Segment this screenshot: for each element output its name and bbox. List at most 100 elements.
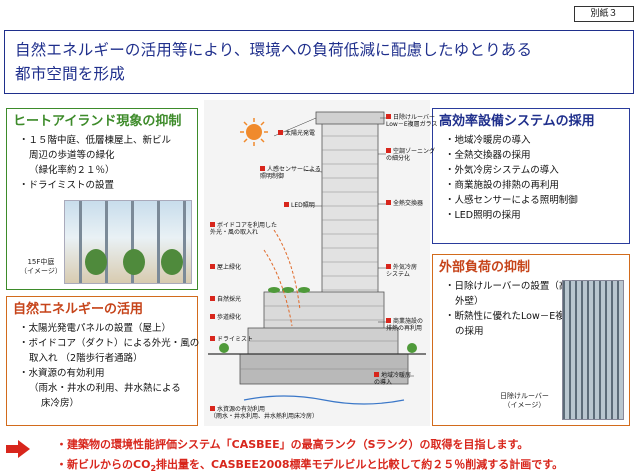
label-text: 排熱の再利用: [386, 325, 423, 332]
label-text: 地域冷暖房: [381, 372, 412, 379]
marker-icon: [278, 130, 283, 135]
caption-line: （イメージ）: [503, 401, 546, 409]
marker-icon: [260, 166, 265, 171]
marker-icon: [210, 314, 215, 319]
label-sidewalk-green: 歩道緑化: [210, 314, 241, 321]
label-text: 屋上緑化: [217, 264, 242, 271]
label-text: 外気冷房: [393, 264, 418, 271]
atrium-photo-caption: 15F中庭 （イメージ）: [20, 258, 62, 276]
label-text: 人感センサーによる: [267, 166, 321, 173]
marker-icon: [386, 148, 391, 153]
panel-heat-island-heading: ヒートアイランド現象の抑制: [13, 114, 182, 129]
podium: [247, 291, 399, 355]
atrium-photo: [64, 200, 192, 284]
list-item: ・日除けルーバーの設置（高層棟: [445, 281, 588, 292]
list-item: 床冷房）: [41, 398, 80, 409]
label-text: ドライミスト: [217, 336, 254, 343]
label-daylight: 自然採光: [210, 296, 241, 303]
footer-line-2: ・新ビルからのCO2排出量を、CASBEE2008標準モデルビルと比較して約２５…: [56, 456, 563, 473]
label-text: LED照明: [291, 202, 315, 209]
sun-icon: [240, 118, 268, 146]
list-item: ・水資源の有効利用: [19, 368, 105, 379]
label-outside-air: 外気冷房システム: [386, 264, 417, 278]
panel-high-efficiency-equipment: 高効率設備システムの採用 ・地域冷暖房の導入 ・全熱交換器の採用 ・外気冷房シス…: [432, 108, 630, 244]
list-item: ・断熱性に優れたLow－E複層ガラス: [445, 311, 603, 322]
label-text: 外光・風の取入れ: [210, 229, 259, 236]
marker-icon: [386, 264, 391, 269]
label-text: （雨水・井水利用、井水熱利用床冷房）: [210, 413, 319, 420]
panel-external-load-heading: 外部負荷の抑制: [439, 260, 531, 275]
list-item: 外壁）: [455, 296, 484, 307]
list-item: ・１５階中庭、低層棟屋上、新ビル: [19, 135, 172, 146]
list-item: （雨水・井水の利用、井水熱による: [29, 383, 181, 394]
list-item: ・太陽光発電パネルの設置（屋上）: [19, 323, 172, 334]
equipment-list: ・地域冷暖房の導入 ・全熱交換器の採用 ・外気冷房システムの導入 ・商業施設の排…: [433, 133, 629, 223]
marker-icon: [210, 336, 215, 341]
marker-icon: [386, 318, 391, 323]
label-text: 全熱交換器: [393, 200, 424, 207]
label-solar: 太陽光発電: [278, 130, 315, 137]
marker-icon: [210, 222, 215, 227]
label-text: 歩道緑化: [217, 314, 242, 321]
external-load-list: ・日除けルーバーの設置（高層棟 外壁） ・断熱性に優れたLow－E複層ガラス の…: [433, 279, 629, 339]
natural-energy-list: ・太陽光発電パネルの設置（屋上） ・ボイドコア（ダクト）による外光・風の 取入れ…: [7, 321, 200, 411]
list-item: ・人感センサーによる照明制御: [445, 195, 578, 206]
label-text: 日除けルーバー: [393, 114, 435, 121]
label-text: 自然採光: [217, 296, 242, 303]
list-item: の採用: [455, 326, 484, 337]
panel-natural-energy-heading: 自然エネルギーの活用: [13, 302, 144, 317]
list-item: ・外気冷房システムの導入: [445, 165, 559, 176]
marker-icon: [210, 296, 215, 301]
marker-icon: [284, 202, 289, 207]
louver-photo: [562, 280, 624, 420]
panel-equipment-heading: 高効率設備システムの採用: [439, 114, 595, 129]
marker-icon: [210, 264, 215, 269]
label-text: の導入: [374, 379, 393, 386]
label-dhc: 地域冷暖房の導入: [374, 372, 411, 386]
footer-line-2-part-a: ・新ビルからのCO: [56, 458, 151, 471]
louver-photo-caption: 日除けルーバー （イメージ）: [500, 392, 549, 410]
title-line-2: 都市空間を形成: [15, 65, 125, 83]
label-water: 水資源の有効利用（雨水・井水利用、井水熱利用床冷房）: [210, 406, 318, 420]
list-item: ・ドライミストの設置: [19, 180, 115, 191]
caption-line: 日除けルーバー: [500, 392, 549, 400]
list-item: ・商業施設の排熱の再利用: [445, 180, 560, 191]
title-box: 自然エネルギーの活用等により、環境への負荷低減に配慮したゆとりある 都市空間を形…: [4, 30, 634, 94]
marker-icon: [374, 372, 379, 377]
label-text: ボイドコアを利用した: [217, 222, 278, 229]
footer-summary: ・建築物の環境性能評価システム「CASBEE」の最高ランク（Sランク）の取得を目…: [6, 434, 636, 474]
list-item: （緑化率約２１％）: [29, 165, 115, 176]
marker-icon: [386, 200, 391, 205]
building-section-drawing: [204, 100, 430, 426]
footer-line-1: ・建築物の環境性能評価システム「CASBEE」の最高ランク（Sランク）の取得を目…: [56, 438, 529, 451]
caption-line: （イメージ）: [20, 267, 62, 275]
label-roof-green: 屋上緑化: [210, 264, 241, 271]
marker-icon: [210, 406, 215, 411]
label-void-core: ボイドコアを利用した外光・風の取入れ: [210, 222, 277, 236]
label-zoning: 空調ゾーニングの細分化: [386, 148, 435, 162]
right-arrow-icon: [6, 440, 30, 458]
label-text: 水資源の有効利用: [217, 406, 266, 413]
panel-natural-energy: 自然エネルギーの活用 ・太陽光発電パネルの設置（屋上） ・ボイドコア（ダクト）に…: [6, 296, 200, 426]
label-led: LED照明: [284, 202, 315, 209]
label-text: 商業施設の: [393, 318, 424, 325]
list-item: 周辺の歩道等の緑化: [29, 150, 115, 161]
appendix-badge: 別紙３: [574, 6, 634, 22]
heat-island-list: ・１５階中庭、低層棟屋上、新ビル 周辺の歩道等の緑化 （緑化率約２１％） ・ドラ…: [7, 133, 197, 193]
title-line-1: 自然エネルギーの活用等により、環境への負荷低減に配慮したゆとりある: [15, 41, 533, 59]
label-heat-exchanger: 全熱交換器: [386, 200, 423, 207]
label-text: 空調ゾーニング: [393, 148, 436, 155]
footer-line-2-part-b: 排出量を、CASBEE2008標準モデルビルと比較して約２５％削減する計画です。: [156, 458, 564, 471]
list-item: 取入れ （2階歩行者通路）: [29, 353, 143, 364]
list-item: ・LED照明の採用: [445, 210, 521, 221]
label-text: 太陽光発電: [285, 130, 316, 137]
label-text: システム: [386, 271, 410, 278]
label-text: 照明制御: [260, 173, 285, 180]
marker-icon: [386, 114, 391, 119]
caption-line: 15F中庭: [27, 258, 55, 266]
label-text: Low－E複層ガラス: [386, 121, 438, 128]
footer-line-2-subscript: 2: [150, 464, 157, 474]
list-item: ・ボイドコア（ダクト）による外光・風の: [19, 338, 200, 349]
